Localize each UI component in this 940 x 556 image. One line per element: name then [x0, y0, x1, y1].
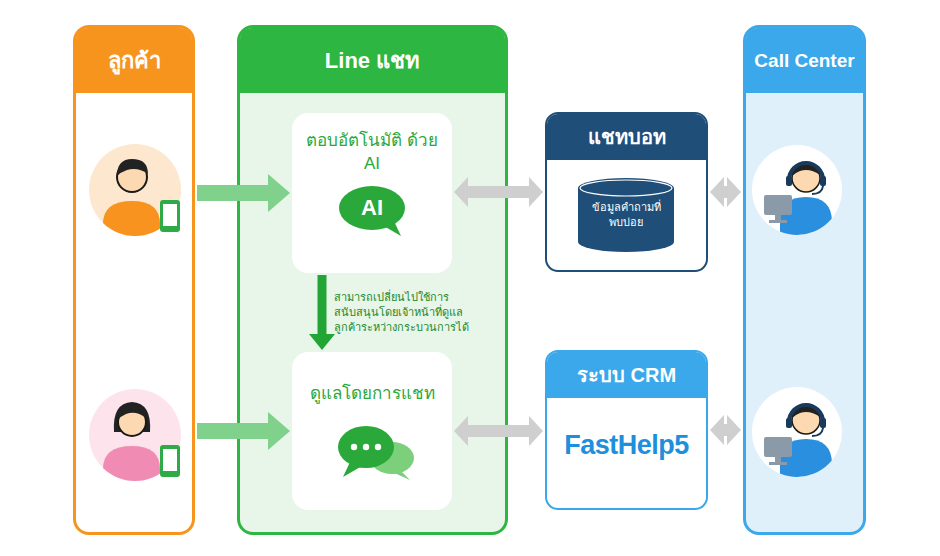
column-header: Call Center [746, 28, 863, 93]
box-header: แชทบอท [547, 114, 706, 160]
arrow-head [727, 415, 741, 445]
arrow-head [268, 174, 290, 212]
connector-line [197, 185, 268, 201]
connector-arrow [454, 177, 543, 207]
box-title: ตอบอัตโนมัติ ด้วย AI [305, 129, 439, 175]
cylinder-body [578, 178, 674, 252]
agent-icon [752, 145, 842, 240]
ai-bubble-text: AI [338, 185, 406, 231]
arrow-head [529, 416, 543, 446]
crm-box: ระบบ CRM FastHelp5 [545, 350, 708, 510]
call-center-column: Call Center [743, 25, 866, 535]
arrow-head [454, 177, 468, 207]
ai-reply-box: ตอบอัตโนมัติ ด้วย AI AI [292, 113, 452, 273]
arrow-head [309, 334, 335, 350]
connector-arrow [309, 275, 335, 350]
column-header: ลูกค้า [76, 28, 192, 93]
arrow-head [529, 177, 543, 207]
connector-arrow [454, 416, 543, 446]
connector-arrow [710, 177, 741, 207]
database-cylinder: ข้อมูลคำถามที่ พบบ่อย [578, 178, 674, 252]
connector-line [724, 424, 727, 436]
connector-arrow [197, 174, 290, 212]
chat-care-box: ดูแลโดยการแชท [292, 352, 452, 510]
agent-icon [752, 387, 842, 482]
connector-arrow [197, 412, 290, 450]
cylinder-top [580, 180, 672, 196]
box-header: ระบบ CRM [547, 352, 706, 398]
arrow-head [710, 177, 724, 207]
database-label: ข้อมูลคำถามที่ พบบ่อย [578, 178, 674, 236]
connector-line [468, 425, 529, 437]
chat-bubbles-icon [338, 426, 414, 480]
chatbot-box: แชทบอทข้อมูลคำถามที่ พบบ่อย [545, 112, 708, 272]
cylinder-shape [578, 178, 674, 252]
ai-speech-bubble: AI [338, 185, 406, 237]
bubble-body [339, 186, 405, 230]
bubble-tail [382, 219, 401, 236]
connector-line [468, 186, 529, 198]
box-title: ดูแลโดยการแชท [297, 382, 447, 405]
arrow-head [727, 177, 741, 207]
edge-label: สามารถเปลี่ยนไปใช้การ สนับสนุนโดยเจ้าหน้… [334, 290, 476, 335]
customer-icon [89, 389, 181, 485]
connector-line [197, 423, 268, 439]
column-header: Line แชท [240, 28, 505, 93]
arrow-head [454, 416, 468, 446]
connector-arrow [710, 415, 741, 445]
line-chat-column: Line แชทตอบอัตโนมัติ ด้วย AI AI ดูแลโดยการ… [237, 25, 508, 535]
arrow-head [268, 412, 290, 450]
arrow-head [710, 415, 724, 445]
product-logo: FastHelp5 [547, 428, 706, 462]
customer-column: ลูกค้า [73, 25, 195, 535]
customer-icon [89, 144, 181, 240]
connector-line [724, 186, 727, 198]
connector-line [318, 275, 327, 334]
